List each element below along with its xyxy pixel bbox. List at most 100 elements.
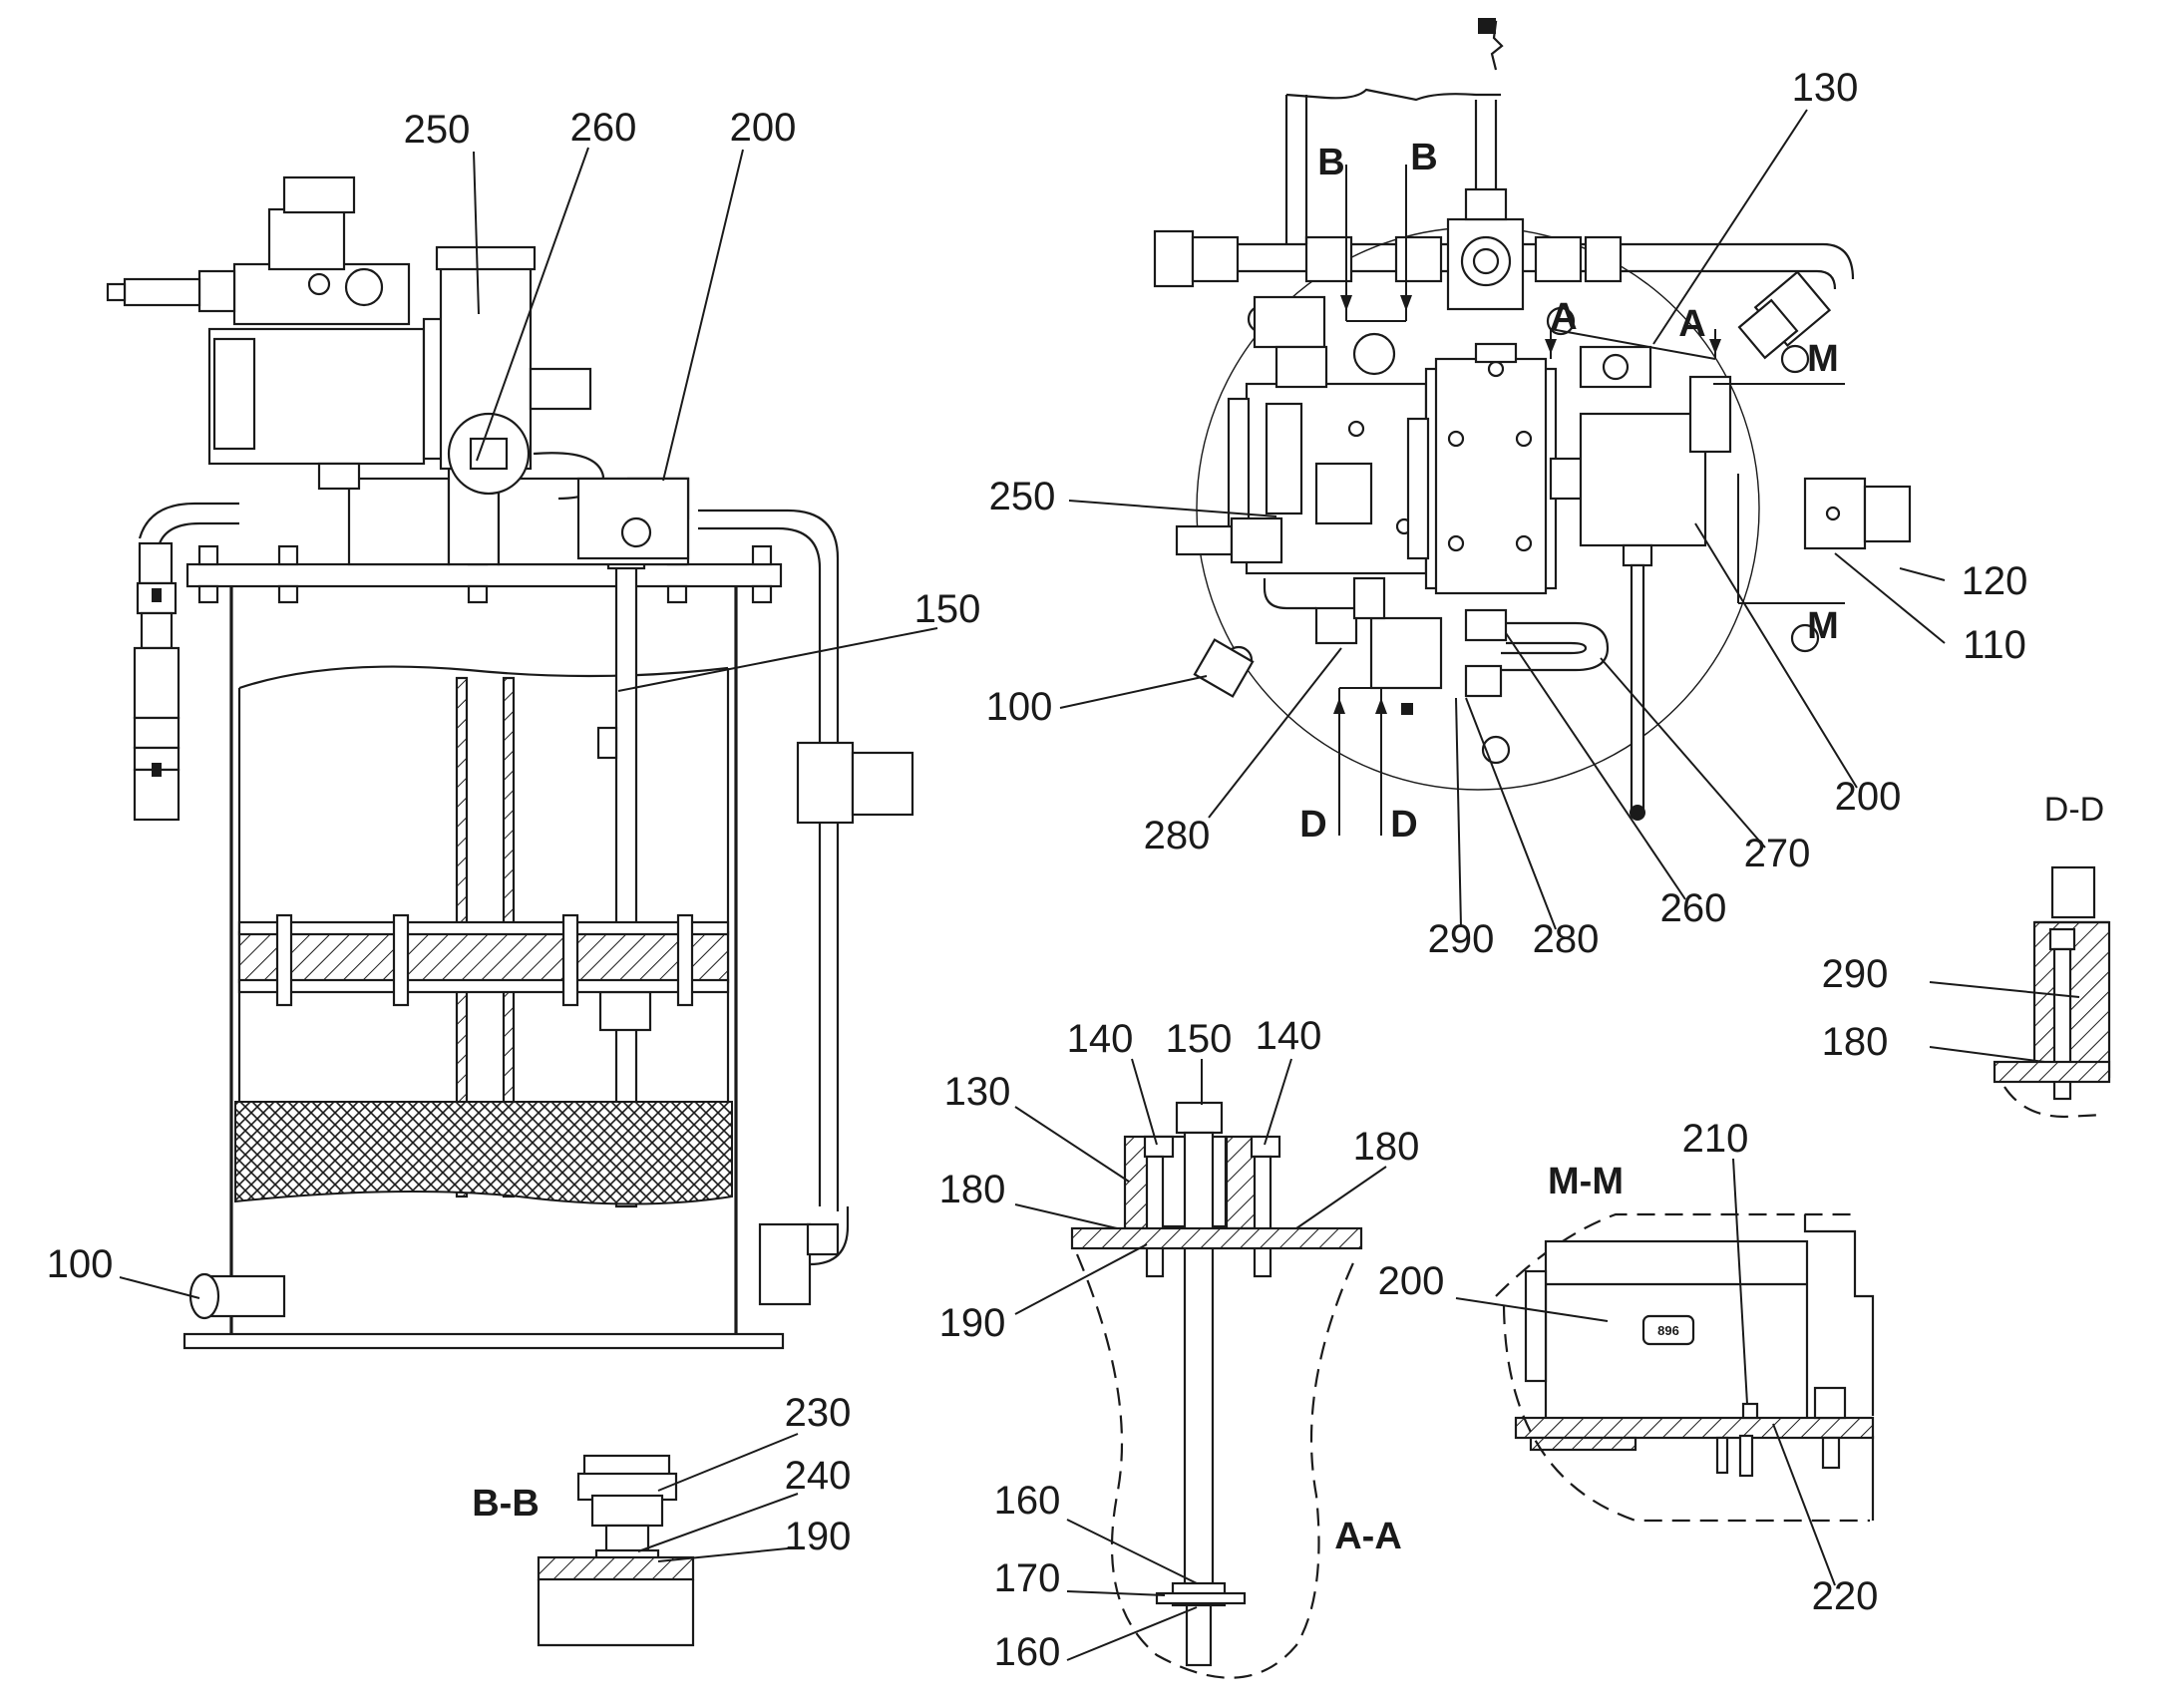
part-label-190: 190 [939, 1243, 1148, 1345]
part-number-text: 280 [1533, 917, 1600, 961]
leader-line [1652, 109, 1808, 345]
part-number-text: 200 [730, 106, 797, 150]
part-label-160: 160 [994, 1606, 1198, 1674]
part-number-text: 190 [785, 1515, 852, 1558]
part-number-text: 290 [1822, 952, 1889, 996]
part-label-130: 130 [944, 1070, 1130, 1183]
leader-line [662, 149, 744, 482]
section-mark-b-left: B [1317, 142, 1344, 183]
leader-line [119, 1276, 200, 1299]
top-pipe [1197, 242, 1855, 280]
part-number-text: 140 [1256, 1014, 1322, 1058]
section-titles: D-D M-M A-A B-B [472, 791, 2104, 1557]
section-mark-m-bottom: M [1807, 605, 1839, 647]
tank-base-plate [182, 1332, 785, 1350]
leader-line [637, 1493, 799, 1552]
part-number-text: 280 [1144, 814, 1211, 857]
leader-line [1732, 1158, 1748, 1405]
part-label-270: 270 [1600, 657, 1810, 875]
leader-line [1264, 1058, 1292, 1146]
part-number-text: 130 [1792, 66, 1859, 110]
leader-line [1465, 697, 1557, 930]
part-number-text: 130 [944, 1070, 1011, 1114]
leader-line [617, 627, 938, 692]
leader-line [1014, 1243, 1148, 1315]
section-mark-d-left: D [1299, 804, 1326, 846]
leader-line [1455, 1297, 1609, 1322]
leader-line [1068, 500, 1277, 517]
leader-line [1600, 657, 1766, 849]
section-aa [1070, 1101, 1363, 1679]
part-number-text: 200 [1378, 1259, 1445, 1303]
leader-line [1295, 1166, 1387, 1229]
top-view [1153, 18, 1912, 836]
part-number-text: 290 [1428, 917, 1495, 961]
part-number-text: 180 [1822, 1020, 1889, 1064]
part-number-text: 110 [1963, 623, 2026, 667]
leader-line [1066, 1519, 1198, 1584]
part-number-text: 120 [1962, 559, 2028, 603]
part-number-text: 240 [785, 1454, 852, 1498]
leader-line [1899, 567, 1946, 581]
part-label-130: 130 [1652, 66, 1859, 345]
section-title-dd: D-D [2044, 791, 2104, 829]
leader-line [1455, 697, 1462, 928]
section-dd [1993, 865, 2111, 1119]
part-label-290: 290 [1428, 697, 1495, 961]
part-label-250: 250 [989, 475, 1277, 518]
level-switch-top-200 [1579, 375, 1732, 821]
section-bb [537, 1454, 695, 1647]
part-number-text: 220 [1812, 1574, 1879, 1618]
return-pipe [698, 509, 840, 1211]
section-mark-d-right: D [1390, 804, 1417, 846]
section-mark-a-right: A [1678, 303, 1705, 345]
leader-line [1834, 552, 1946, 644]
part-number-text: 160 [994, 1630, 1061, 1674]
part-label-240: 240 [637, 1454, 852, 1552]
leader-line [1772, 1423, 1836, 1586]
leader-line [1505, 632, 1686, 900]
part-number-text: 180 [1353, 1125, 1420, 1169]
leader-line [476, 147, 589, 462]
part-label-180: 180 [1822, 1020, 2045, 1064]
part-label-260: 260 [1505, 632, 1726, 930]
section-title-mm: M-M [1548, 1161, 1624, 1202]
part-label-180: 180 [1295, 1125, 1420, 1229]
part-label-260: 260 [476, 106, 637, 462]
part-label-230: 230 [657, 1391, 851, 1492]
part-label-280: 280 [1144, 647, 1342, 857]
leader-line [1014, 1106, 1130, 1183]
part-number-text: 170 [994, 1556, 1061, 1600]
part-label-250: 250 [404, 108, 480, 315]
part-label-210: 210 [1682, 1117, 1749, 1405]
part-label-150: 150 [1166, 1017, 1233, 1105]
bottom-valves [1263, 576, 1610, 715]
baffle-plate [237, 930, 730, 984]
leader-line [1059, 675, 1208, 709]
part-number-text: 150 [1166, 1017, 1233, 1061]
pressure-valve [1446, 100, 1525, 311]
part-number-text: 260 [570, 106, 637, 150]
leader-line [1694, 522, 1858, 789]
section-mark-m-top: M [1807, 338, 1839, 380]
leader-line [1929, 1046, 2045, 1063]
part-number-text: 250 [989, 475, 1056, 518]
pipe-coupling [796, 741, 855, 825]
part-number-text: 210 [1682, 1117, 1749, 1161]
filter-mesh [234, 1101, 733, 1205]
leader-line [1066, 1606, 1198, 1661]
part-label-200: 200 [1378, 1259, 1609, 1322]
front-view [106, 175, 914, 1350]
inner-surface-line [238, 665, 729, 690]
filter-block-250 [1175, 295, 1428, 575]
part-number-text: 250 [404, 108, 471, 152]
fitting-110-120 [1803, 477, 1912, 550]
part-label-120: 120 [1899, 559, 2028, 603]
part-label-200: 200 [1694, 522, 1901, 819]
part-number-text: 190 [939, 1301, 1006, 1345]
part-number-text: 100 [986, 685, 1053, 729]
leader-line [1014, 1203, 1118, 1229]
part-label-160: 160 [994, 1479, 1198, 1584]
nameplate-text: 896 [1657, 1323, 1679, 1338]
part-number-text: 100 [47, 1242, 114, 1286]
